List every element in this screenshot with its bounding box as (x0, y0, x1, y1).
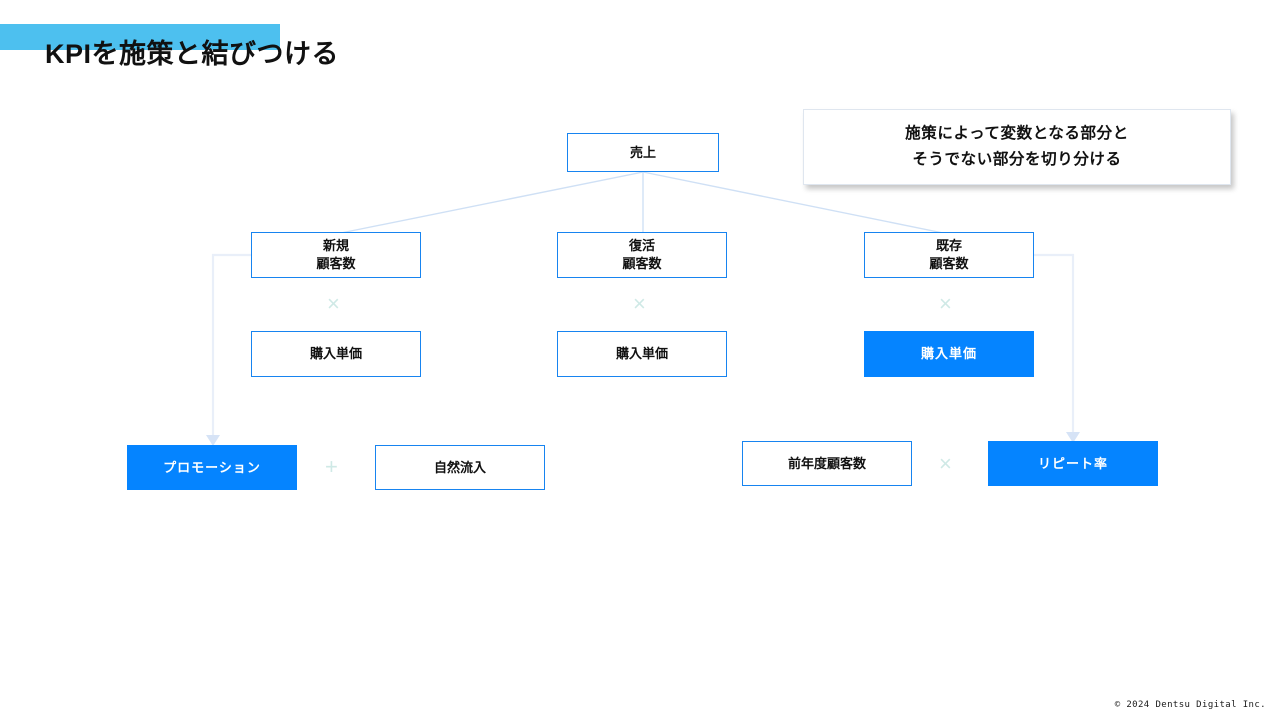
node-new-customers[interactable]: 新規 顧客数 (251, 232, 421, 278)
operator-multiply-reactivated: × (633, 291, 646, 316)
node-label: 既存 顧客数 (929, 238, 969, 271)
node-label: 新規 顧客数 (316, 238, 356, 271)
node-label: 購入単価 (920, 346, 977, 362)
node-previous-year-customers[interactable]: 前年度顧客数 (742, 441, 912, 486)
operator-multiply-new: × (327, 291, 340, 316)
node-label: 購入単価 (615, 346, 668, 362)
node-unit-price-new[interactable]: 購入単価 (251, 331, 421, 377)
node-reactivated-customers[interactable]: 復活 顧客数 (557, 232, 727, 278)
node-label: 復活 顧客数 (622, 238, 662, 271)
page-title: KPIを施策と結びつける (45, 39, 340, 69)
node-label: 自然流入 (433, 459, 486, 475)
operator-multiply-existing: × (939, 291, 952, 316)
node-existing-customers[interactable]: 既存 顧客数 (864, 232, 1034, 278)
node-label: 前年度顧客数 (787, 455, 866, 471)
footer-copyright: © 2024 Dentsu Digital Inc. (1114, 700, 1266, 710)
left-elbow-connector (211, 253, 251, 435)
node-label: 売上 (629, 144, 656, 160)
node-unit-price-reactivated[interactable]: 購入単価 (557, 331, 727, 377)
node-repeat-rate[interactable]: リピート率 (988, 441, 1158, 486)
operator-plus: + (325, 454, 338, 479)
node-unit-price-existing[interactable]: 購入単価 (864, 331, 1034, 377)
node-label: プロモーション (163, 459, 261, 475)
callout-note: 施策によって変数となる部分と そうでない部分を切り分ける (803, 109, 1231, 185)
callout-note-text: 施策によって変数となる部分と そうでない部分を切り分ける (905, 124, 1129, 168)
right-elbow-connector (1033, 253, 1075, 432)
node-label: リピート率 (1037, 455, 1108, 471)
operator-multiply-bottom: × (939, 451, 952, 476)
node-organic-inflow[interactable]: 自然流入 (375, 445, 545, 490)
title-highlight-bar (0, 24, 280, 50)
node-root-sales[interactable]: 売上 (567, 133, 719, 172)
node-label: 購入単価 (309, 346, 362, 362)
node-promotion[interactable]: プロモーション (127, 445, 297, 490)
